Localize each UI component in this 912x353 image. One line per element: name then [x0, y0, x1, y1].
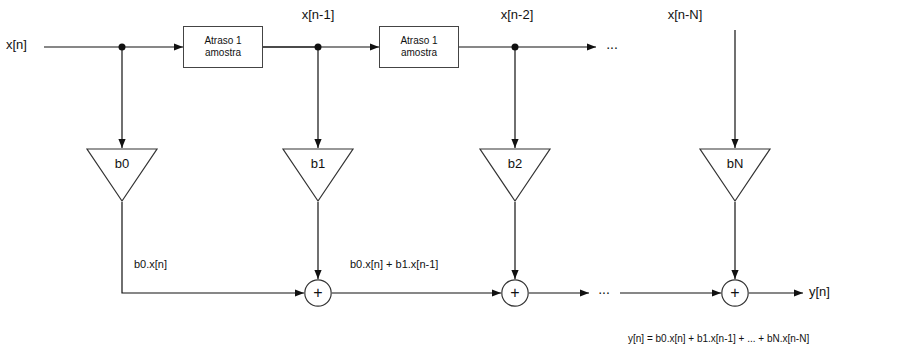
- triangle-outline: [480, 149, 550, 201]
- gain-triangle: b0: [86, 148, 158, 202]
- tap-wire: [734, 30, 735, 148]
- signal-name: x[n-1]: [302, 8, 335, 23]
- triangle-outline: [700, 149, 770, 201]
- gain-label: b1: [282, 156, 354, 172]
- adder-sign: +: [730, 285, 739, 301]
- signal-name: x[n-N]: [668, 8, 703, 23]
- delay-line-wire: [515, 46, 596, 47]
- adder-circle: +: [304, 279, 332, 307]
- junction-dot: [119, 44, 126, 51]
- adder-sign: +: [313, 285, 322, 301]
- gain-label: b2: [479, 156, 551, 172]
- signal-connector: [514, 202, 515, 279]
- signal-connector: [122, 202, 304, 293]
- circle-outline: [305, 280, 331, 306]
- tap-wire: [121, 47, 122, 148]
- gain-label: b0: [86, 156, 158, 172]
- signal-connector: [317, 202, 318, 279]
- delay-box: Atraso 1 amostra: [183, 26, 263, 68]
- delay-box: Atraso 1 amostra: [379, 26, 459, 68]
- output-wire: [749, 292, 803, 293]
- signal-connector: [332, 292, 501, 293]
- sum-wire: [529, 292, 589, 293]
- triangle-outline: [87, 149, 157, 201]
- ellipsis: ...: [606, 36, 618, 52]
- gain-label: bN: [699, 156, 771, 172]
- gain-triangle: bN: [699, 148, 771, 202]
- edge-label: b0.x[n]: [132, 258, 169, 271]
- signal-connector: [734, 202, 735, 279]
- circle-outline: [502, 280, 528, 306]
- ellipsis: ...: [598, 281, 610, 297]
- delay-label: Atraso 1 amostra: [187, 35, 259, 59]
- edge-label: b0.x[n] + b1.x[n-1]: [348, 258, 440, 271]
- signal-name: x[n]: [6, 38, 27, 53]
- input-wire: [44, 46, 183, 47]
- gain-triangle: b1: [282, 148, 354, 202]
- circle-outline: [722, 280, 748, 306]
- triangle-outline: [283, 149, 353, 201]
- delay-label: Atraso 1 amostra: [383, 35, 455, 59]
- sum-wire: [620, 292, 721, 293]
- gain-triangle: b2: [479, 148, 551, 202]
- signal-name: x[n-2]: [501, 8, 534, 23]
- signal-connector: [263, 47, 318, 148]
- adder-circle: +: [721, 279, 749, 307]
- adder-circle: +: [501, 279, 529, 307]
- equation-note: y[n] = b0.x[n] + b1.x[n-1] + ... + bN.x[…: [628, 333, 809, 345]
- signal-connector: [459, 47, 515, 148]
- adder-sign: +: [510, 285, 519, 301]
- signal-name: y[n]: [809, 285, 830, 300]
